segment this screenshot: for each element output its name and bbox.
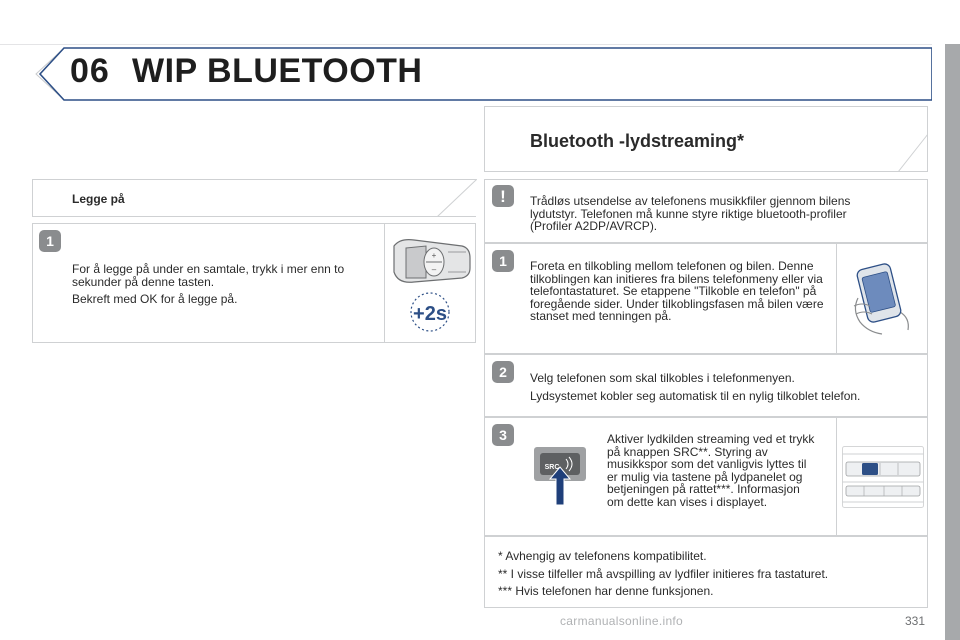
footnotes-box <box>484 536 928 608</box>
left-section-title-box <box>32 179 477 217</box>
corner-cut-decoration-right <box>897 133 928 172</box>
svg-text:!: ! <box>500 187 506 206</box>
left-section-title: Legge på <box>72 192 125 206</box>
step-badge-1: 1 <box>39 230 61 252</box>
right-step2-text: Velg telefonen som skal tilkobles i tele… <box>530 372 910 407</box>
right-step3-divider <box>836 417 837 536</box>
watermark: carmanualsonline.info <box>560 614 684 628</box>
chapter-number: 06 <box>70 52 110 90</box>
chapter-title: WIP BLUETOOTH <box>132 52 423 90</box>
audio-panel-illustration <box>842 446 924 508</box>
side-tab-bar <box>945 44 960 640</box>
right-step2-box <box>484 354 928 417</box>
steering-stalk-illustration: + – +2s <box>393 239 471 332</box>
left-step1-text: For å legge på under en samtale, trykk i… <box>72 263 372 311</box>
svg-text:2: 2 <box>499 364 507 380</box>
corner-cut-decoration <box>437 179 477 217</box>
svg-text:+: + <box>432 251 437 260</box>
hold-2s-label: +2s <box>413 303 447 325</box>
svg-text:–: – <box>432 265 437 274</box>
svg-text:3: 3 <box>499 427 507 443</box>
right-step3-text: Aktiver lydkilden streaming ved et trykk… <box>607 432 815 509</box>
svg-text:1: 1 <box>46 233 54 249</box>
footnote-2: ** I visse tilfeller må avspilling av ly… <box>498 566 829 581</box>
left-step1-paragraph-2: Bekreft med OK for å legge på. <box>72 292 238 306</box>
right-step1-divider <box>836 243 837 354</box>
left-step1-divider <box>384 223 385 343</box>
phone-in-hand-illustration <box>853 263 909 335</box>
left-step1-paragraph-1: For å legge på under en samtale, trykk i… <box>72 262 345 289</box>
header-band <box>0 44 932 101</box>
footnote-1: * Avhengig av telefonens kompatibilitet. <box>498 549 707 563</box>
step-badge-1-right: 1 <box>492 250 514 272</box>
src-button-illustration: SRC <box>534 447 586 506</box>
warning-badge: ! <box>492 185 514 207</box>
right-step1-box <box>484 243 928 354</box>
svg-text:1: 1 <box>499 253 507 269</box>
right-warning-box <box>484 179 928 243</box>
right-step2-paragraph-1: Velg telefonen som skal tilkobles i tele… <box>530 371 795 385</box>
right-step2-paragraph-2: Lydsystemet kobler seg automatisk til en… <box>530 388 861 403</box>
footnote-3: *** Hvis telefonen har denne funksjonen. <box>498 584 714 598</box>
step-badge-2: 2 <box>492 361 514 383</box>
footnotes: * Avhengig av telefonens kompatibilitet.… <box>498 550 918 603</box>
right-section-title: Bluetooth -lydstreaming* <box>530 131 745 151</box>
right-title-box <box>484 106 928 172</box>
right-warning-text: Trådløs utsendelse av telefonens musikkf… <box>530 194 851 233</box>
right-step1-text: Foreta en tilkobling mellom telefonen og… <box>530 259 824 323</box>
src-button-label: SRC <box>545 464 560 471</box>
step-badge-3: 3 <box>492 424 514 446</box>
page-number: 331 <box>905 614 926 628</box>
